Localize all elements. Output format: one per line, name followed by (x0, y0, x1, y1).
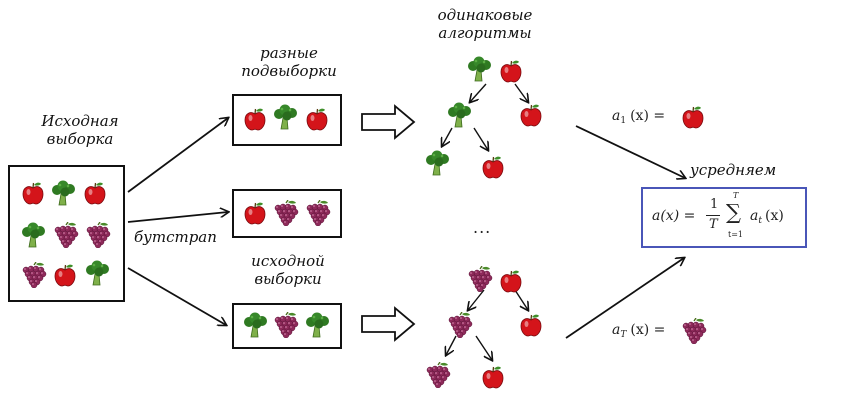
apple-icon (480, 154, 506, 184)
grapes-icon (466, 265, 494, 296)
grapes-icon (84, 221, 112, 252)
broccoli-icon (50, 180, 78, 210)
same-algorithms-label: одинаковые алгоритмы (437, 6, 533, 42)
apple-icon (680, 104, 706, 134)
apple-icon (498, 58, 524, 88)
arrow-to-subsample-1 (127, 118, 228, 193)
apple-icon (518, 312, 544, 342)
apple-icon (480, 364, 506, 394)
broccoli-icon (466, 56, 494, 86)
grapes-icon (424, 361, 452, 392)
tree1-arrow-ll (442, 127, 453, 146)
grapes-icon (304, 199, 332, 230)
average-den: T (709, 217, 718, 232)
tree2-arrow-lr (475, 335, 492, 360)
broccoli-icon (272, 104, 300, 134)
apple-icon (52, 262, 78, 292)
broccoli-icon (20, 222, 48, 252)
average-term: at(x) (750, 208, 784, 226)
average-num: 1 (710, 197, 719, 212)
ellipsis: ... (473, 218, 492, 237)
average-formula-box (641, 187, 807, 248)
grapes-icon (680, 317, 708, 348)
apple-icon (242, 106, 268, 136)
apple-icon (82, 180, 108, 210)
broccoli-icon (242, 312, 270, 342)
of-source-sample-label: исходной выборки (251, 252, 325, 288)
sum-sign: ∑ (726, 200, 741, 224)
broccoli-icon (424, 150, 452, 180)
apple-icon (518, 102, 544, 132)
tree2-arrow-ll (446, 335, 457, 355)
grapes-icon (52, 221, 80, 252)
arrow-to-average-1 (575, 125, 685, 178)
arrow-to-subsample-2 (127, 212, 228, 223)
grapes-icon (446, 311, 474, 342)
broccoli-icon (84, 260, 112, 290)
different-subsamples-label: разные подвыборки (241, 44, 337, 80)
block-arrow-1 (361, 104, 416, 140)
apple-icon (20, 180, 46, 210)
tree2-arrow-left (468, 289, 485, 310)
arrow-to-subsample-3 (127, 267, 226, 325)
fraction-bar (706, 215, 720, 216)
averaging-label: усредняем (690, 161, 777, 179)
formula-aT: aT(x) = (612, 322, 666, 340)
sum-bottom: t=1 (728, 230, 744, 239)
apple-icon (304, 106, 330, 136)
apple-icon (242, 200, 268, 230)
grapes-icon (272, 199, 300, 230)
grapes-icon (272, 311, 300, 342)
tree1-arrow-left (470, 83, 487, 102)
broccoli-icon (446, 102, 474, 132)
tree2-arrow-right (514, 289, 528, 310)
broccoli-icon (304, 312, 332, 342)
arrow-to-average-2 (565, 258, 684, 339)
apple-icon (498, 268, 524, 298)
tree1-arrow-lr (473, 127, 488, 150)
tree1-arrow-right (514, 83, 528, 102)
sum-top: T (733, 191, 739, 200)
bootstrap-label: бутстрап (134, 228, 217, 246)
block-arrow-2 (361, 306, 416, 342)
formula-a1: a1(x) = (612, 108, 666, 126)
average-formula: a(x) = 1 T T ∑ t=1 at(x) (650, 191, 800, 243)
average-lhs: a(x) = (652, 208, 696, 224)
source-sample-label: Исходная выборка (41, 112, 119, 148)
grapes-icon (20, 261, 48, 292)
